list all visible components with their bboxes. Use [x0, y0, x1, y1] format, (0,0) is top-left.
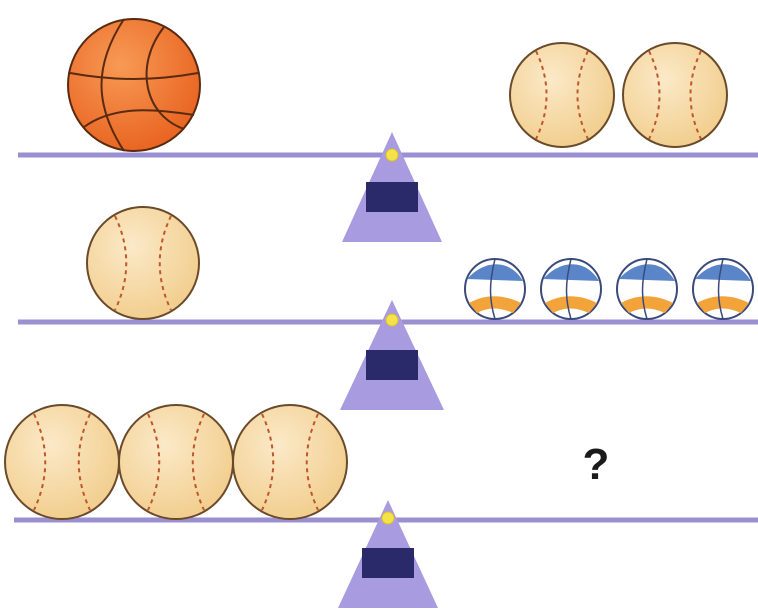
- scale-3-fulcrum: [338, 500, 438, 608]
- baseball-icon: [233, 405, 347, 519]
- volleyball-icon: [465, 259, 525, 319]
- baseball-icon: [510, 43, 614, 147]
- baseball-icon: [119, 405, 233, 519]
- baseball-icon: [5, 405, 119, 519]
- volleyball-icon: [693, 259, 753, 319]
- baseball-icon: [623, 43, 727, 147]
- baseball-icon: [87, 207, 199, 319]
- unknown-weight-label: ?: [576, 440, 616, 490]
- scale-3: [5, 405, 758, 608]
- volleyball-icon: [541, 259, 601, 319]
- scale-1-fulcrum: [342, 132, 442, 242]
- volleyball-icon: [617, 259, 677, 319]
- scale-2-fulcrum: [340, 300, 444, 410]
- basketball-icon: [68, 19, 200, 151]
